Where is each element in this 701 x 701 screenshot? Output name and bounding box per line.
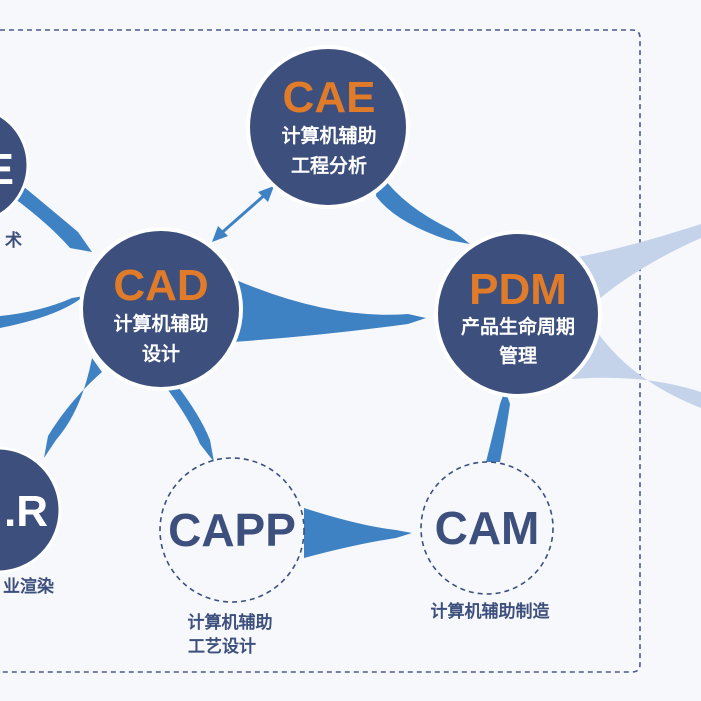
node-cam-caption: 计算机辅助制造 [431,601,551,622]
node-cad-abbr: CAD [113,261,208,310]
arrow-capp-to-cam [304,508,412,558]
node-left-top: E [0,113,30,217]
fan-arrow-lower [560,330,701,408]
node-cae-line1: 计算机辅助 [281,124,376,147]
node-pdm: PDM 产品生命周期 管理 [434,230,602,398]
node-cad: CAD 计算机辅助 设计 [79,227,243,391]
arrow-cad-to-leftbottom [44,358,102,458]
arrow-cad-cae-bidirectional [217,190,269,238]
node-left-bottom-caption: 业渲染 [3,576,54,597]
node-capp: CAPP [159,457,305,603]
arrow-cae-to-pdm [376,170,470,244]
arrow-cad-to-pdm [232,280,426,342]
node-cam-abbr: CAM [435,502,540,554]
node-cad-line1: 计算机辅助 [113,312,208,335]
arrowhead-cad-end [212,226,228,242]
node-capp-abbr: CAPP [168,504,296,556]
arrow-left-to-cad [0,296,84,328]
arrow-cad-to-capp [168,384,214,462]
node-cad-line2: 设计 [142,343,180,365]
node-left-top-abbr: E [0,145,14,194]
node-capp-caption-line2: 工艺设计 [188,636,256,657]
dashed-frame [0,29,641,673]
arrow-cam-to-pdm [486,390,510,462]
node-cae: CAE 计算机辅助 工程分析 [246,45,410,209]
node-cam: CAM [420,461,554,595]
node-left-top-caption: 术 [5,230,22,251]
arrowhead-cae-end [258,186,274,202]
node-left-bottom-abbr: .R [4,487,48,536]
node-pdm-abbr: PDM [469,265,567,314]
node-pdm-line1: 产品生命周期 [461,315,575,338]
fan-arrow-upper [572,224,701,300]
arrow-lefttop-to-cad [14,182,92,252]
node-pdm-line2: 管理 [499,344,537,367]
node-cae-abbr: CAE [283,73,376,122]
node-capp-caption-line1: 计算机辅助 [188,612,273,633]
node-left-bottom: .R [0,446,62,574]
node-cae-line2: 工程分析 [291,154,367,177]
